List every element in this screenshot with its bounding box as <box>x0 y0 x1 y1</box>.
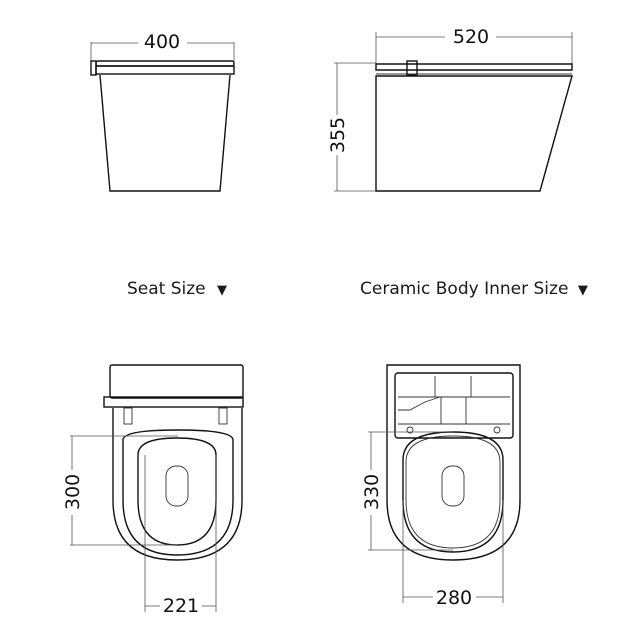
triangle-down-icon: ▼ <box>577 283 588 298</box>
ceramic-width-dim: 280 <box>436 587 472 609</box>
triangle-down-icon: ▼ <box>217 283 228 298</box>
seat-width-dim: 221 <box>163 595 199 617</box>
ceramic-length-dim: 330 <box>361 474 383 510</box>
ceramic-size-title: Ceramic Body Inner Size <box>360 279 569 299</box>
side-height-dim: 355 <box>327 117 349 153</box>
seat-length-dim: 300 <box>62 474 84 510</box>
ceramic-size-label[interactable]: Ceramic Body Inner Size ▼ <box>360 279 588 299</box>
front-view: 400 <box>90 31 235 192</box>
seat-size-title: Seat Size <box>127 279 206 299</box>
seat-size-label[interactable]: Seat Size ▼ <box>127 279 227 299</box>
ceramic-view: 330 280 <box>361 364 521 609</box>
seat-view: 300 221 <box>62 364 244 617</box>
front-width-dim: 400 <box>144 31 180 53</box>
side-view: 520 355 <box>327 26 573 192</box>
side-length-dim: 520 <box>453 26 489 48</box>
